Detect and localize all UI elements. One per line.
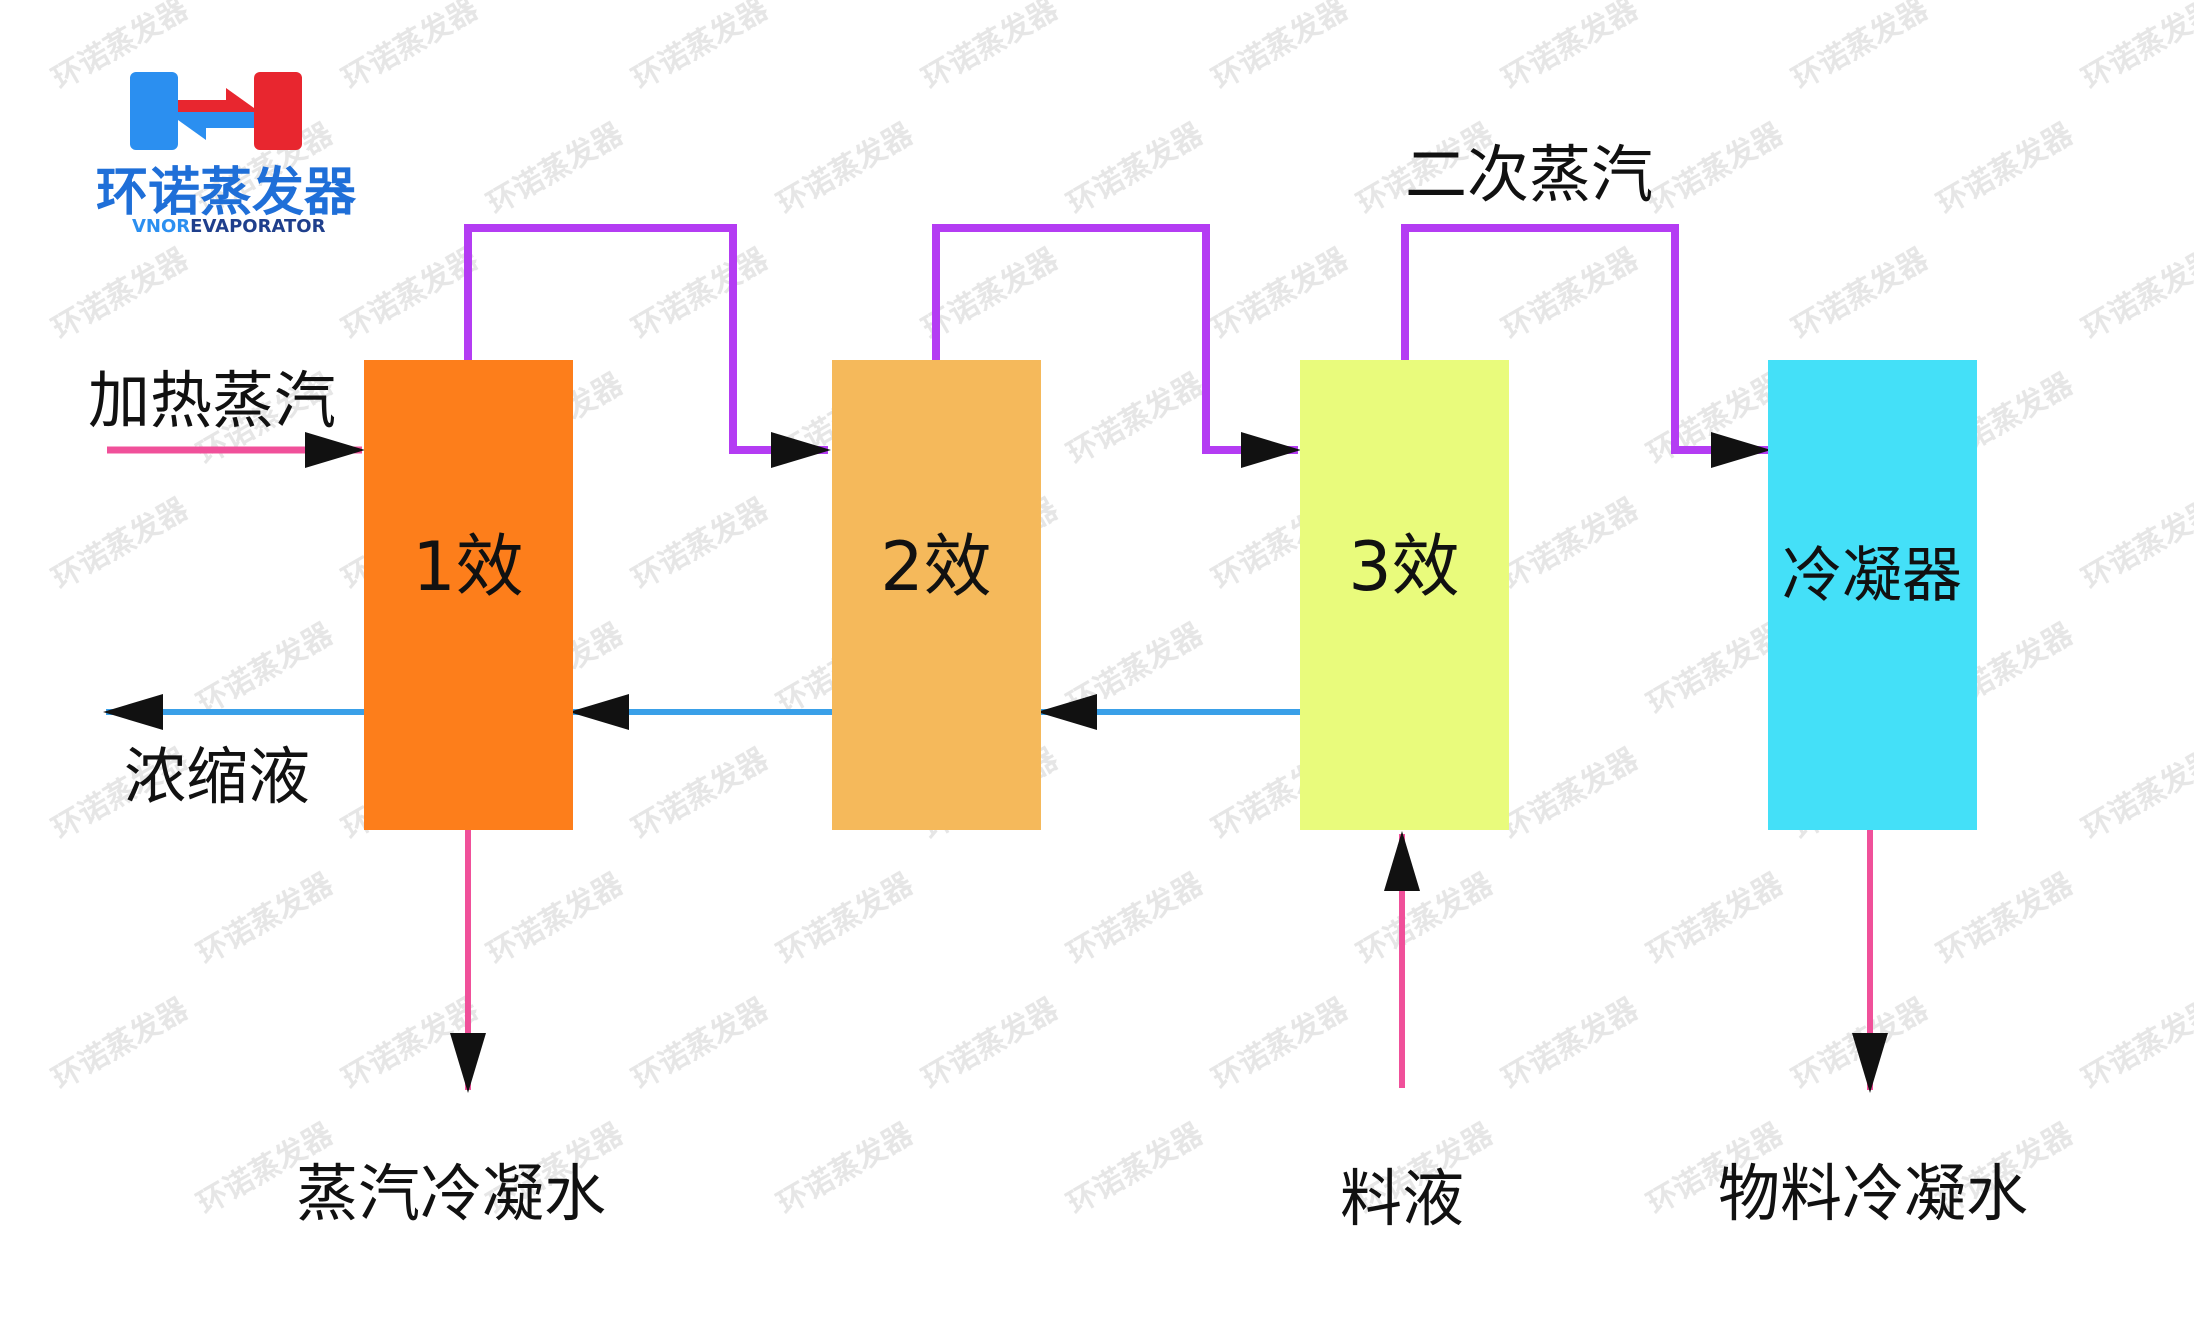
watermark-text: 环诺蒸发器 xyxy=(47,241,195,347)
feed-label: 料液 xyxy=(1340,1162,1464,1235)
steam-line-3-to-condenser xyxy=(1401,224,1771,468)
effect-box-2 xyxy=(832,360,1041,830)
brand-name-en-2: EVAPORATOR xyxy=(190,216,325,237)
watermark-text: 环诺蒸发器 xyxy=(1497,491,1645,597)
watermark-text: 环诺蒸发器 xyxy=(917,0,1065,97)
watermark-text: 环诺蒸发器 xyxy=(482,866,630,972)
watermark-text: 环诺蒸发器 xyxy=(1787,0,1935,97)
watermark-text: 环诺蒸发器 xyxy=(192,866,340,972)
watermark-text: 环诺蒸发器 xyxy=(627,0,775,97)
watermark-text: 环诺蒸发器 xyxy=(1062,616,1210,722)
steam-line-2-to-3 xyxy=(932,224,1301,468)
logo-blue-arrow-icon xyxy=(178,112,254,140)
watermark-text: 环诺蒸发器 xyxy=(917,991,1065,1097)
brand-name-en-1: VNOR xyxy=(132,216,190,237)
watermark-text: 环诺蒸发器 xyxy=(2077,0,2194,97)
concentrate-label: 浓缩液 xyxy=(124,740,310,813)
watermark-text: 环诺蒸发器 xyxy=(1932,116,2080,222)
condenser-label: 冷凝器 xyxy=(1782,541,1962,611)
effect-label-1: 1效 xyxy=(412,528,523,607)
watermark-text: 环诺蒸发器 xyxy=(1352,866,1500,972)
effect-label-3: 3效 xyxy=(1348,528,1459,607)
watermark-text: 环诺蒸发器 xyxy=(772,1116,920,1222)
steam-line-1-to-2 xyxy=(464,224,831,468)
watermark-text: 环诺蒸发器 xyxy=(1932,866,2080,972)
watermark-text: 环诺蒸发器 xyxy=(1062,116,1210,222)
watermark-text: 环诺蒸发器 xyxy=(1642,866,1790,972)
watermark-text: 环诺蒸发器 xyxy=(1062,1116,1210,1222)
effect-boxes: 1效 2效 3效 冷凝器 xyxy=(364,360,1977,830)
svg-text:VNOREVAPORATOR: VNOREVAPORATOR xyxy=(132,216,326,237)
material-condensate-label: 物料冷凝水 xyxy=(1718,1157,2028,1230)
watermark-text: 环诺蒸发器 xyxy=(1497,991,1645,1097)
secondary-steam-label: 二次蒸汽 xyxy=(1405,138,1653,211)
secondary-steam-lines xyxy=(464,224,1771,468)
watermark-text: 环诺蒸发器 xyxy=(2077,491,2194,597)
watermark-text: 环诺蒸发器 xyxy=(1497,741,1645,847)
watermark-text: 环诺蒸发器 xyxy=(1787,241,1935,347)
watermark-text: 环诺蒸发器 xyxy=(1062,366,1210,472)
watermark-text: 环诺蒸发器 xyxy=(1787,991,1935,1097)
logo-red-arrow-icon xyxy=(178,88,254,118)
watermark-text: 环诺蒸发器 xyxy=(47,991,195,1097)
brand-logo: 环诺蒸发器 VNOREVAPORATOR xyxy=(96,72,357,237)
watermark-text: 环诺蒸发器 xyxy=(627,241,775,347)
effect-box-3 xyxy=(1300,360,1509,830)
watermark-text: 环诺蒸发器 xyxy=(1062,866,1210,972)
watermark-text: 环诺蒸发器 xyxy=(1642,116,1790,222)
watermark-text: 环诺蒸发器 xyxy=(337,0,485,97)
logo-left-bar xyxy=(130,72,178,150)
watermark-text: 环诺蒸发器 xyxy=(772,116,920,222)
logo-right-bar xyxy=(254,72,302,150)
watermark-text: 环诺蒸发器 xyxy=(627,991,775,1097)
watermark-text: 环诺蒸发器 xyxy=(627,491,775,597)
condensate-lines xyxy=(450,830,1888,1093)
watermark-text: 环诺蒸发器 xyxy=(47,491,195,597)
watermark-text: 环诺蒸发器 xyxy=(192,616,340,722)
watermark-text: 环诺蒸发器 xyxy=(2077,241,2194,347)
watermark-text: 环诺蒸发器 xyxy=(1497,241,1645,347)
watermark-text: 环诺蒸发器 xyxy=(1642,366,1790,472)
steam-condensate-label: 蒸汽冷凝水 xyxy=(296,1157,606,1230)
watermark-text: 环诺蒸发器 xyxy=(1207,241,1355,347)
watermark-text: 环诺蒸发器 xyxy=(337,991,485,1097)
effect-box-1 xyxy=(364,360,573,830)
watermark-text: 环诺蒸发器 xyxy=(627,741,775,847)
effect-label-2: 2效 xyxy=(880,528,991,607)
watermark-text: 环诺蒸发器 xyxy=(1207,991,1355,1097)
watermark-text: 环诺蒸发器 xyxy=(772,866,920,972)
watermark-text: 环诺蒸发器 xyxy=(1207,0,1355,97)
watermark-text: 环诺蒸发器 xyxy=(2077,741,2194,847)
watermark-text: 环诺蒸发器 xyxy=(1642,616,1790,722)
watermark-text: 环诺蒸发器 xyxy=(1497,0,1645,97)
watermark-text: 环诺蒸发器 xyxy=(2077,991,2194,1097)
watermark-text: 环诺蒸发器 xyxy=(482,116,630,222)
condenser-box xyxy=(1768,360,1977,830)
watermark-text: 环诺蒸发器 xyxy=(337,241,485,347)
heating-steam-label: 加热蒸汽 xyxy=(88,364,336,437)
brand-name-cn: 环诺蒸发器 xyxy=(96,163,357,223)
